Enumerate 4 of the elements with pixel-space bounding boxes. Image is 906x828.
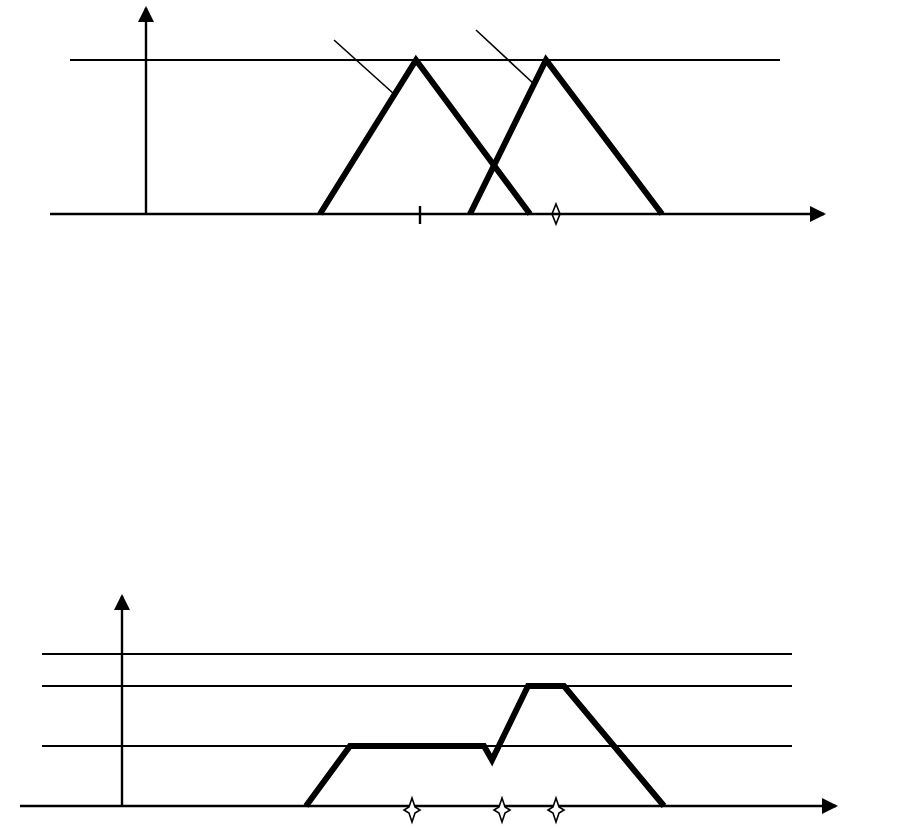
triangle-curve: [467, 54, 665, 216]
triangle-curve: [317, 54, 533, 216]
leader-line: [333, 39, 395, 95]
leader-line: [475, 29, 535, 85]
